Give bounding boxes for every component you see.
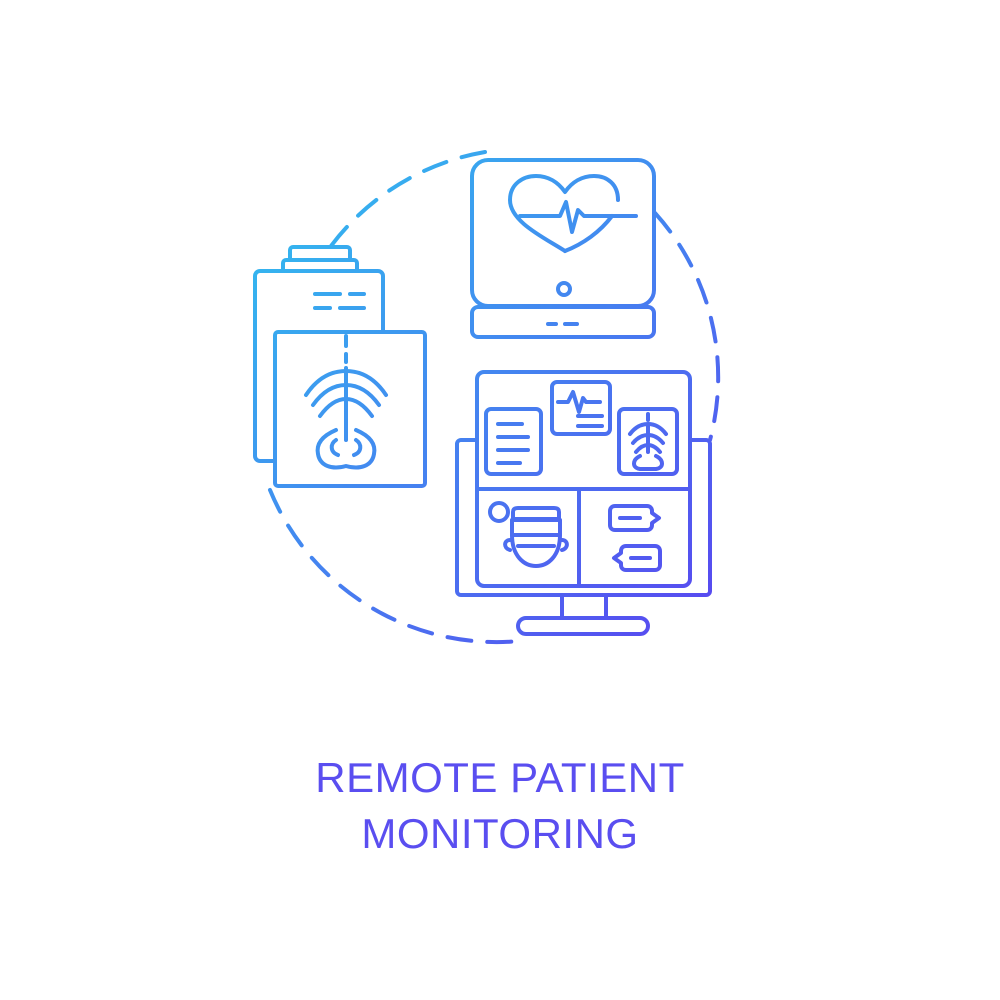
xray-card-icon (617, 407, 679, 476)
ecg-card-icon (550, 380, 612, 436)
caption-line-1: REMOTE PATIENT (315, 754, 685, 801)
caption-line-2: MONITORING (361, 810, 639, 857)
xray-film-icon (273, 330, 427, 488)
heart-pulse-icon (508, 174, 638, 253)
document-card-icon (484, 407, 543, 476)
chat-bubbles-icon (608, 504, 662, 572)
concept-caption: REMOTE PATIENT MONITORING (0, 750, 1000, 862)
vital-signs-monitor-icon (470, 158, 656, 339)
doctor-video-avatar-icon (488, 501, 569, 568)
telehealth-desktop-icon (455, 370, 712, 636)
